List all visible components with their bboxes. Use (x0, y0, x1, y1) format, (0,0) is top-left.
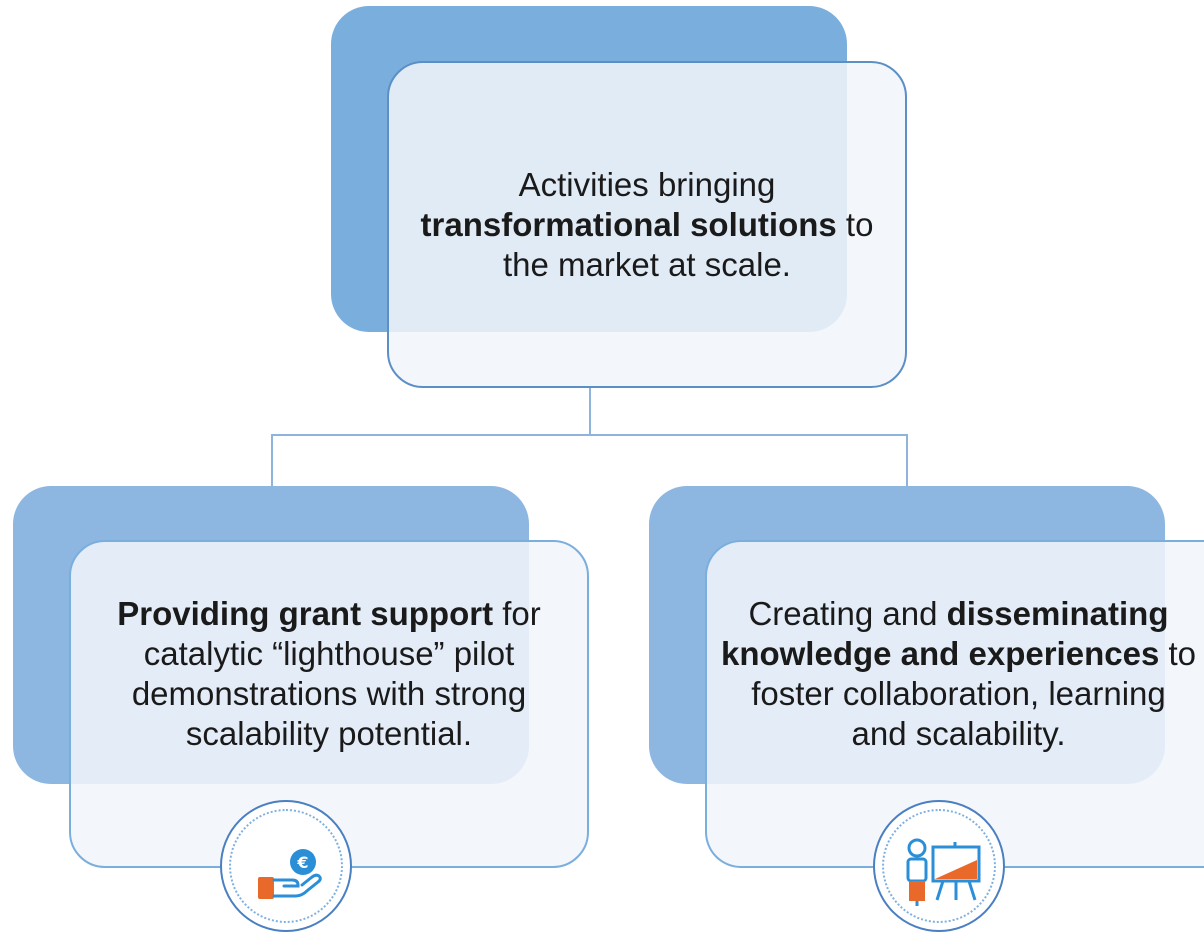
presenter-board-icon (906, 838, 981, 906)
right-line3: foster collaboration, learning (751, 675, 1166, 712)
top-line2: transformational solutions to (421, 205, 874, 245)
right-line2: knowledge and experiences to (721, 634, 1196, 674)
right-node-text: Creating and disseminating knowledge and… (721, 594, 1196, 754)
right-line4: and scalability. (851, 715, 1066, 752)
top-line3: the market at scale. (503, 245, 791, 283)
top-node-text: Activities bringing transformational sol… (421, 165, 874, 285)
top-line1: Activities bringing (518, 165, 776, 203)
svg-text:€: € (296, 853, 308, 872)
left-node: Providing grant support for catalytic “l… (69, 540, 589, 868)
top-after-bold: to (836, 205, 874, 243)
left-line4: scalability potential. (185, 715, 473, 752)
connector-vertical-top (589, 388, 591, 436)
connector-vertical-left (271, 434, 273, 486)
left-line1-rest: for (493, 595, 541, 632)
hand-euro-icon: € (258, 849, 322, 899)
top-node: Activities bringing transformational sol… (387, 61, 907, 388)
right-line1: Creating and disseminating (721, 594, 1196, 634)
left-badge: € (220, 800, 352, 932)
right-badge-ring (882, 809, 996, 923)
connector-vertical-right (906, 434, 908, 486)
right-line1-start: Creating and (748, 595, 947, 632)
left-node-text: Providing grant support for catalytic “l… (117, 594, 541, 754)
connector-horizontal (271, 434, 908, 436)
right-badge (873, 800, 1005, 932)
left-badge-ring (229, 809, 343, 923)
top-bold: transformational solutions (420, 205, 837, 243)
left-bold: Providing grant support (117, 595, 494, 632)
left-line1: Providing grant support for (117, 594, 541, 634)
right-line2-rest: to (1159, 635, 1197, 672)
left-line2: catalytic “lighthouse” pilot (143, 635, 515, 672)
right-bold1: disseminating (946, 595, 1169, 632)
left-line3: demonstrations with strong (131, 675, 527, 712)
right-bold2: knowledge and experiences (720, 635, 1160, 672)
